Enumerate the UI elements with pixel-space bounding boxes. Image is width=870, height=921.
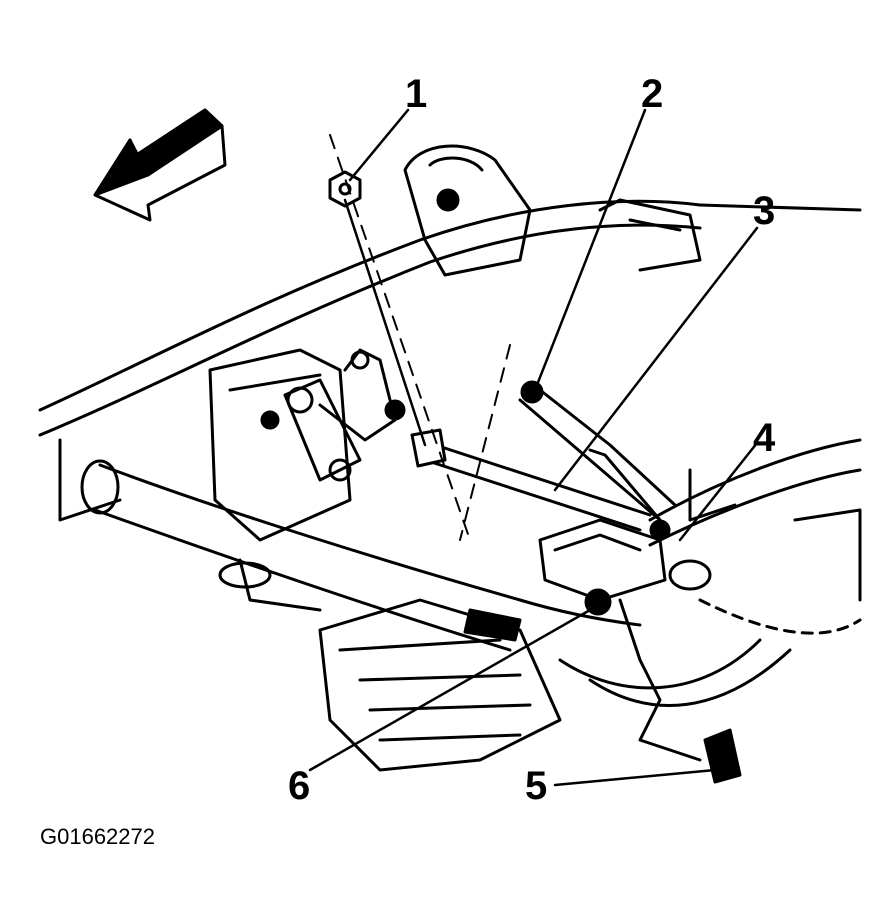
figure-id: G01662272: [40, 824, 155, 849]
nut-1: [328, 170, 362, 208]
callout-4: 4: [753, 416, 776, 460]
axle-tube: [80, 459, 642, 652]
callout-2: 2: [641, 72, 664, 116]
callout-1: 1: [405, 72, 428, 116]
centerlines: [329, 134, 511, 541]
lower-bracket: [538, 518, 862, 762]
callout-6: 6: [288, 764, 311, 808]
axle-housing: [208, 348, 352, 612]
frame-rail: [38, 199, 862, 602]
upper-mount-bracket: [403, 144, 702, 277]
height-sensor-linkage: [260, 348, 406, 482]
bolt-5: [703, 728, 742, 784]
callout-5: 5: [525, 764, 548, 808]
control-link: [410, 428, 652, 532]
leader-lines: [308, 108, 759, 787]
callout-3: 3: [753, 189, 776, 233]
front-direction-arrow-icon: [93, 108, 227, 222]
upper-link-arm: [518, 380, 677, 522]
spring-seat: [318, 598, 562, 772]
